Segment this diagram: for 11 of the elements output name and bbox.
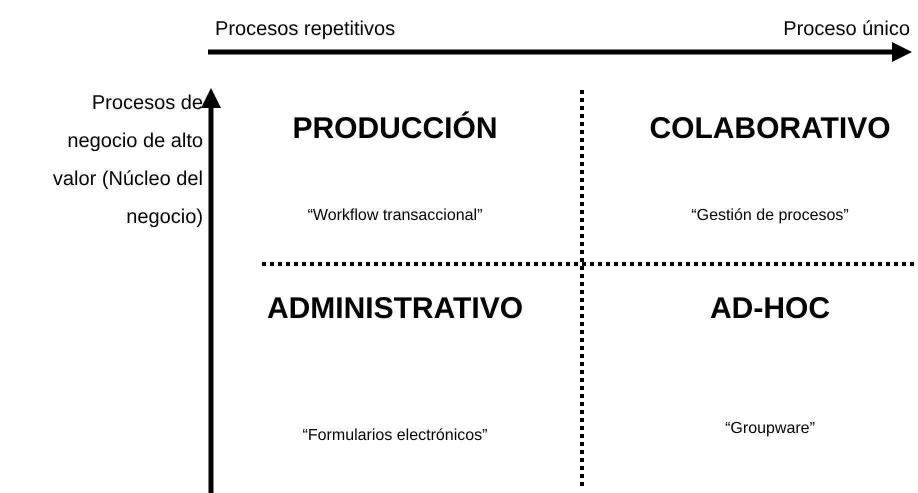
quadrant-subtitle: “Groupware” <box>725 420 815 438</box>
quadrant-title: COLABORATIVO <box>649 112 891 146</box>
quadrant-subtitle: “Gestión de procesos” <box>691 207 849 225</box>
quadrant-title: ADMINISTRATIVO <box>266 292 524 326</box>
quadrant-subtitle: “Workflow transaccional” <box>308 207 482 225</box>
quadrant-title: AD-HOC <box>710 292 830 326</box>
quadrant-title: PRODUCCIÓN <box>292 112 498 146</box>
axis-label: Proceso único <box>783 18 910 41</box>
axis-label: Procesos de negocio de alto valor (Núcleo del negocio) <box>52 91 203 230</box>
quadrant-subtitle: “Formularios electrónicos” <box>302 427 488 445</box>
axis-label: Procesos repetitivos <box>215 18 396 41</box>
